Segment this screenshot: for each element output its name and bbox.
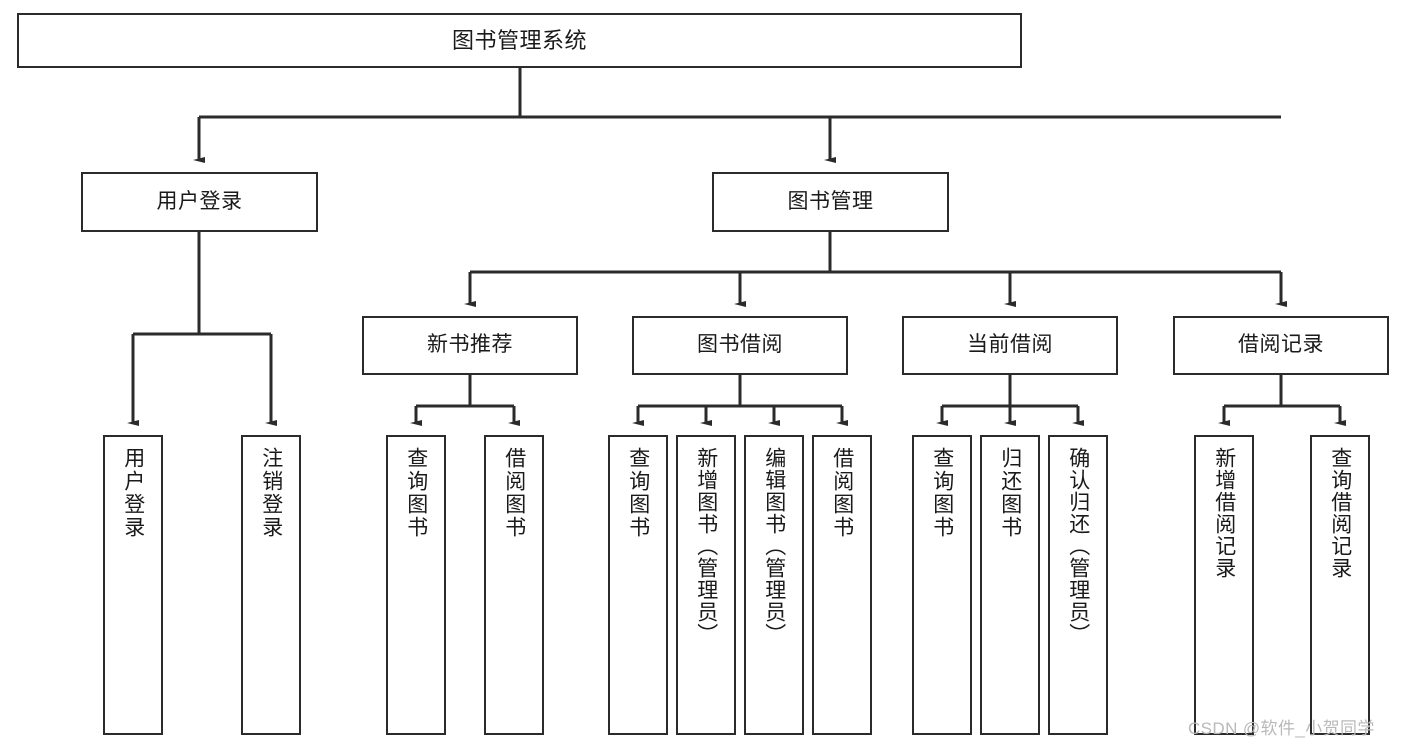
node-label: 图书管理系统 (451, 27, 587, 53)
node-label: 编辑图书（管理员） (762, 447, 786, 645)
node-book-borrow[interactable]: 图书借阅 (632, 316, 848, 375)
node-label: 用户登录 (121, 447, 145, 539)
node-label: 查询图书 (930, 447, 954, 539)
node-label: 借阅记录 (1238, 333, 1324, 357)
leaf-query-book-borrow[interactable]: 查询图书 (608, 435, 668, 735)
leaf-return-book[interactable]: 归还图书 (980, 435, 1040, 735)
node-label: 借阅图书 (830, 447, 854, 539)
node-new-book-recommend[interactable]: 新书推荐 (362, 316, 578, 375)
node-label: 当前借阅 (967, 333, 1053, 357)
leaf-query-borrow-record[interactable]: 查询借阅记录 (1310, 435, 1370, 735)
node-label: 图书借阅 (697, 333, 783, 357)
node-label: 查询图书 (626, 447, 650, 539)
node-book-manage[interactable]: 图书管理 (712, 172, 949, 232)
leaf-add-book[interactable]: 新增图书（管理员） (676, 435, 736, 735)
leaf-logout[interactable]: 注销登录 (241, 435, 301, 735)
leaf-borrow-book-recommend[interactable]: 借阅图书 (484, 435, 544, 735)
node-label: 新增借阅记录 (1212, 447, 1236, 579)
leaf-confirm-return[interactable]: 确认归还（管理员） (1048, 435, 1108, 735)
leaf-edit-book[interactable]: 编辑图书（管理员） (744, 435, 804, 735)
node-root-system[interactable]: 图书管理系统 (17, 13, 1022, 68)
leaf-add-borrow-record[interactable]: 新增借阅记录 (1194, 435, 1254, 735)
leaf-user-login[interactable]: 用户登录 (103, 435, 163, 735)
node-user-login[interactable]: 用户登录 (81, 172, 318, 232)
node-label: 借阅图书 (502, 447, 526, 539)
node-label: 新增图书（管理员） (694, 447, 718, 645)
leaf-query-book-recommend[interactable]: 查询图书 (386, 435, 446, 735)
leaf-borrow-book[interactable]: 借阅图书 (812, 435, 872, 735)
node-label: 确认归还（管理员） (1066, 447, 1090, 645)
node-label: 归还图书 (998, 447, 1022, 539)
node-label: 用户登录 (156, 189, 243, 213)
node-label: 新书推荐 (427, 333, 513, 357)
watermark: CSDN @软件_小贺同学 (1188, 719, 1375, 738)
node-borrow-record[interactable]: 借阅记录 (1173, 316, 1389, 375)
node-label: 查询图书 (404, 447, 428, 539)
node-label: 注销登录 (259, 447, 283, 539)
node-label: 图书管理 (787, 189, 874, 213)
leaf-query-book-current[interactable]: 查询图书 (912, 435, 972, 735)
node-current-borrow[interactable]: 当前借阅 (902, 316, 1118, 375)
node-label: 查询借阅记录 (1328, 447, 1352, 579)
